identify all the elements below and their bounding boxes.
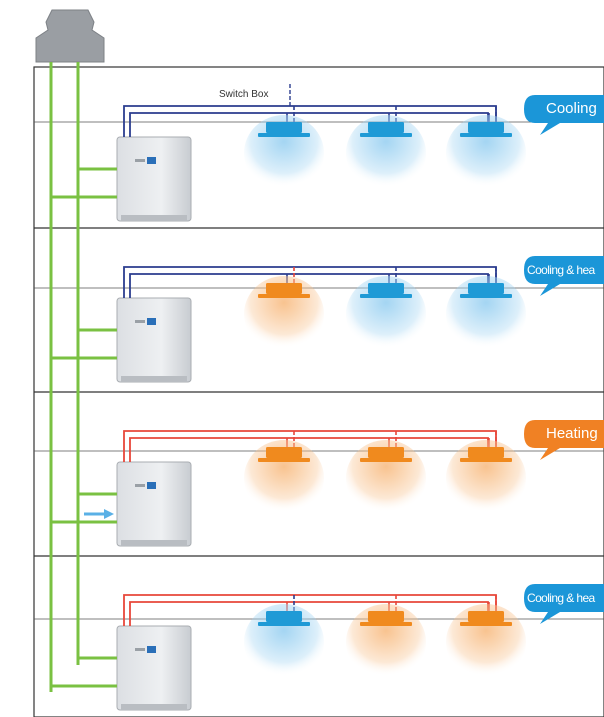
mode-callout-label: Cooling: [546, 100, 597, 117]
mode-callout: [524, 256, 604, 296]
switch-box-label: Switch Box: [219, 89, 269, 100]
mode-callout: [524, 584, 604, 624]
indoor-unit-icon: [266, 122, 302, 133]
indoor-unit-icon: [368, 447, 404, 458]
indoor-unit-icon: [468, 447, 504, 458]
indoor-unit-icon: [368, 283, 404, 294]
mode-callout-label: Cooling & hea: [527, 263, 595, 277]
rooftop-unit-icon: [35, 9, 105, 63]
floor-3: [51, 420, 604, 547]
mode-callout-label: Heating: [546, 425, 598, 442]
floor-2: [51, 256, 604, 383]
floor-4: [51, 584, 604, 711]
mode-callout-label: Cooling & hea: [527, 591, 595, 605]
indoor-unit-icon: [468, 122, 504, 133]
outdoor-unit-icon: [116, 297, 192, 383]
outdoor-unit-icon: [116, 136, 192, 222]
indoor-unit-icon: [266, 283, 302, 294]
outdoor-unit-icon: [116, 625, 192, 711]
floor-1: [51, 95, 604, 222]
indoor-unit-icon: [468, 611, 504, 622]
mode-callout: [524, 420, 604, 460]
indoor-unit-icon: [368, 122, 404, 133]
indoor-unit-icon: [266, 611, 302, 622]
outdoor-unit-icon: [116, 461, 192, 547]
indoor-unit-icon: [368, 611, 404, 622]
mode-callout: [524, 95, 604, 135]
indoor-unit-icon: [468, 283, 504, 294]
indoor-unit-icon: [266, 447, 302, 458]
